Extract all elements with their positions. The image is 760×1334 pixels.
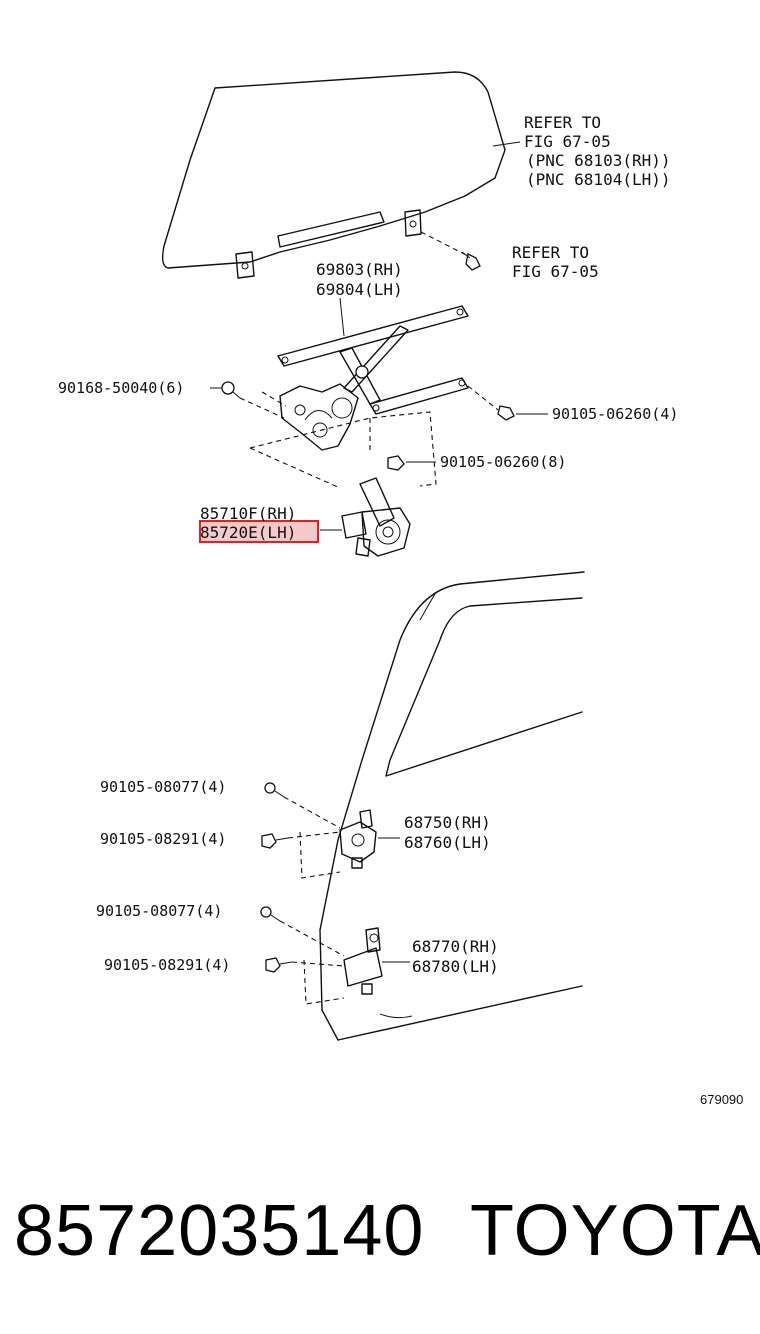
dash-lower-box-2 <box>249 447 341 489</box>
highlight-box <box>199 520 319 543</box>
dash-upper-a <box>283 796 341 829</box>
regulator-rh-label: 69803(RH) <box>316 260 403 279</box>
dash-lower-b <box>291 961 345 967</box>
footer: 8572035140 TOYOTA <box>0 1190 760 1280</box>
refer-glass-line-1: REFER TO <box>524 113 601 132</box>
upper-bolt-b-label: 90105-08291(4) <box>100 830 226 848</box>
dash-lower-box <box>303 959 345 1005</box>
door-shell <box>319 571 585 1041</box>
dash-lower-a <box>279 920 345 957</box>
upper-hinge-lh-label: 68760(LH) <box>404 833 491 852</box>
screw-left-label: 90168-50040(6) <box>58 379 184 397</box>
lower-hinge-lh-label: 68780(LH) <box>412 957 499 976</box>
bolt-right-label: 90105-06260(4) <box>552 405 678 423</box>
lower-bolt-b-icon <box>265 957 293 973</box>
bolt-lower-label: 90105-06260(8) <box>440 453 566 471</box>
lower-bolt-a-label: 90105-08077(4) <box>96 902 222 920</box>
refer-bolt-line-1: REFER TO <box>512 243 589 262</box>
bolt-right-icon <box>497 405 515 421</box>
lower-bolt-b-label: 90105-08291(4) <box>104 956 230 974</box>
lower-hinge <box>343 927 383 995</box>
glass-bolt-icon <box>461 251 481 271</box>
refer-glass-line-3: (PNC 68103(RH)) <box>526 151 671 170</box>
dash-upper-box <box>299 831 341 879</box>
lower-bolt-a-icon <box>260 906 281 922</box>
dash-lower-box <box>249 411 437 487</box>
upper-bolt-a-label: 90105-08077(4) <box>100 778 226 796</box>
upper-bolt-a-icon <box>264 782 285 798</box>
brand-name: TOYOTA <box>470 1191 760 1271</box>
upper-hinge-rh-label: 68750(RH) <box>404 813 491 832</box>
refer-glass-line-4: (PNC 68104(LH)) <box>526 170 671 189</box>
window-motor <box>341 477 411 557</box>
door-glass <box>161 71 506 279</box>
dash-bolt-right <box>467 385 499 411</box>
part-number: 8572035140 <box>14 1191 425 1271</box>
window-regulator <box>277 305 469 451</box>
upper-bolt-b-icon <box>261 833 289 849</box>
motor-lh-label: 85720E(LH) <box>200 523 296 542</box>
refer-bolt-line-2: FIG 67-05 <box>512 262 599 281</box>
figure-code: 679090 <box>700 1092 743 1107</box>
dash-screw-left <box>239 397 285 419</box>
dash-screw-left-2 <box>261 391 287 407</box>
dash-upper-b <box>287 831 341 839</box>
lower-hinge-rh-label: 68770(RH) <box>412 937 499 956</box>
leader-glass <box>492 141 521 147</box>
screw-left-icon <box>221 381 241 399</box>
regulator-lh-label: 69804(LH) <box>316 280 403 299</box>
bolt-lower-icon <box>387 455 405 471</box>
motor-rh-label: 85710F(RH) <box>200 504 296 523</box>
upper-hinge <box>339 809 377 869</box>
refer-glass-line-2: FIG 67-05 <box>524 132 611 151</box>
leader-regulator <box>339 297 345 337</box>
